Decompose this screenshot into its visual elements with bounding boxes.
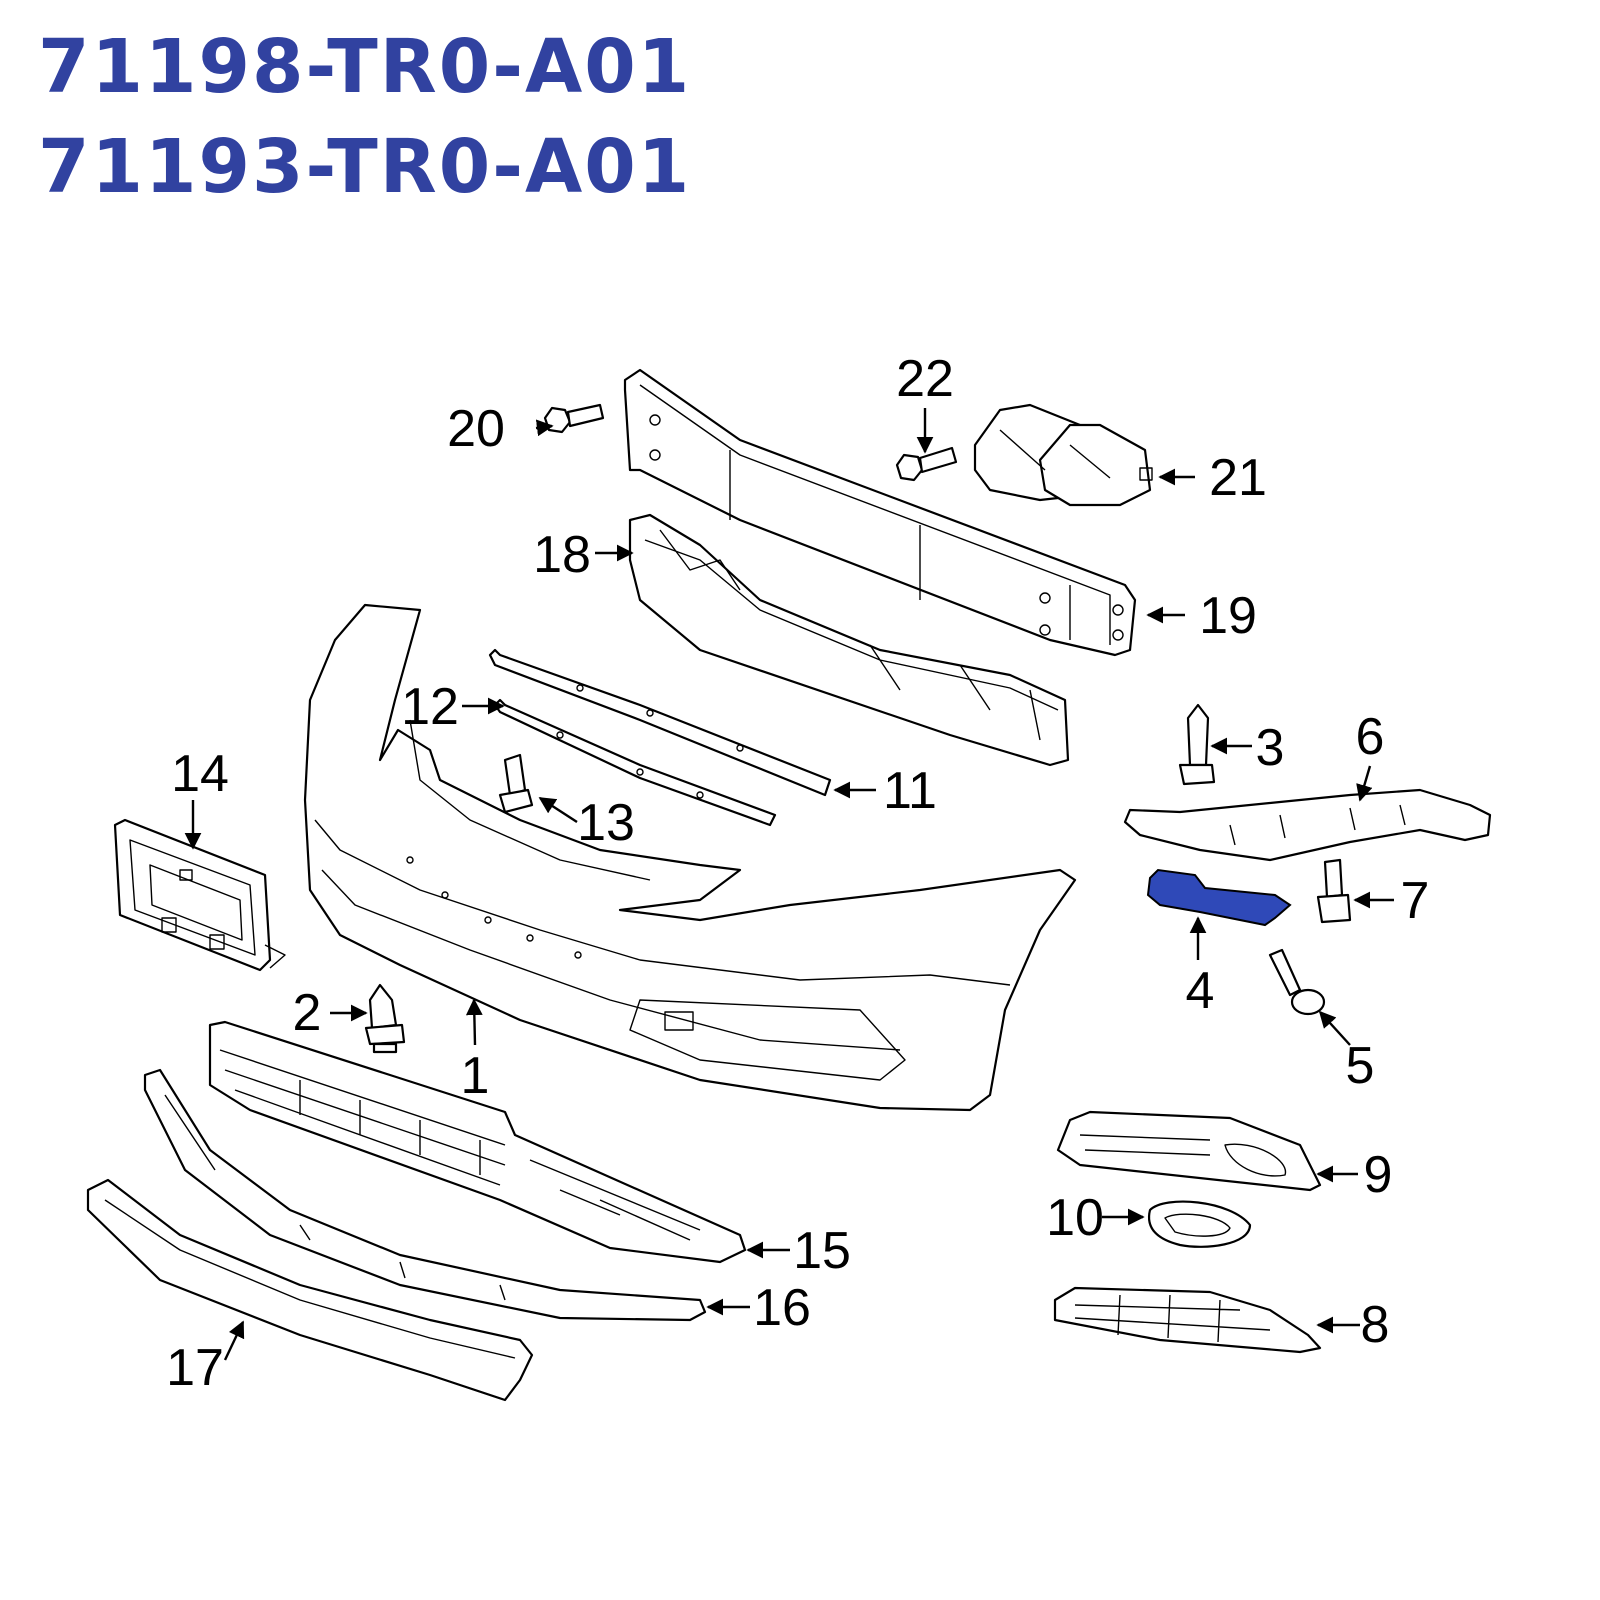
callout-6: 6	[1356, 708, 1385, 766]
impact-absorber-brackets	[973, 403, 1153, 507]
part-number-secondary: 71193-TR0-A01	[38, 124, 692, 210]
energy-absorber	[628, 513, 1070, 767]
bumper-cover	[303, 603, 1077, 1112]
callout-3: 3	[1256, 719, 1285, 777]
callout-17: 17	[166, 1339, 224, 1397]
callout-arrows	[184, 408, 1394, 1361]
callout-13: 13	[577, 794, 635, 852]
push-clip-2	[364, 983, 406, 1054]
callout-19: 19	[1199, 587, 1257, 645]
callout-1: 1	[461, 1047, 490, 1105]
lower-molding	[143, 1068, 707, 1322]
highlighted-spacer-part-4	[1146, 868, 1292, 927]
callout-16: 16	[753, 1279, 811, 1337]
fog-grille-lower	[1053, 1286, 1322, 1354]
screw-5	[1268, 948, 1326, 1016]
fog-bezel-upper	[1056, 1110, 1322, 1192]
screw-7	[1316, 858, 1352, 924]
callout-14: 14	[171, 745, 229, 803]
callout-18: 18	[533, 526, 591, 584]
part-number-primary: 71198-TR0-A01	[38, 24, 692, 110]
side-bracket	[1123, 788, 1492, 862]
callout-21: 21	[1209, 449, 1267, 507]
lower-grille	[208, 1020, 747, 1264]
license-plate-bracket	[113, 818, 286, 972]
bolt-22	[895, 446, 958, 482]
callout-2: 2	[293, 984, 322, 1042]
callout-10: 10	[1046, 1189, 1104, 1247]
lower-spoiler	[86, 1178, 534, 1402]
bolt-20	[543, 403, 605, 434]
callout-7: 7	[1401, 872, 1430, 930]
callout-9: 9	[1364, 1146, 1393, 1204]
callout-11: 11	[883, 762, 937, 820]
callout-22: 22	[896, 350, 954, 408]
retainer-13	[498, 753, 534, 814]
callout-15: 15	[793, 1222, 851, 1280]
callout-5: 5	[1346, 1037, 1375, 1095]
callout-12: 12	[401, 678, 459, 736]
callout-4: 4	[1186, 962, 1215, 1020]
fog-trim-ring	[1147, 1200, 1252, 1248]
callout-8: 8	[1361, 1296, 1390, 1354]
callout-20: 20	[447, 400, 505, 458]
bumper-reinforcement-beam	[623, 368, 1137, 657]
screw-3	[1178, 703, 1216, 786]
